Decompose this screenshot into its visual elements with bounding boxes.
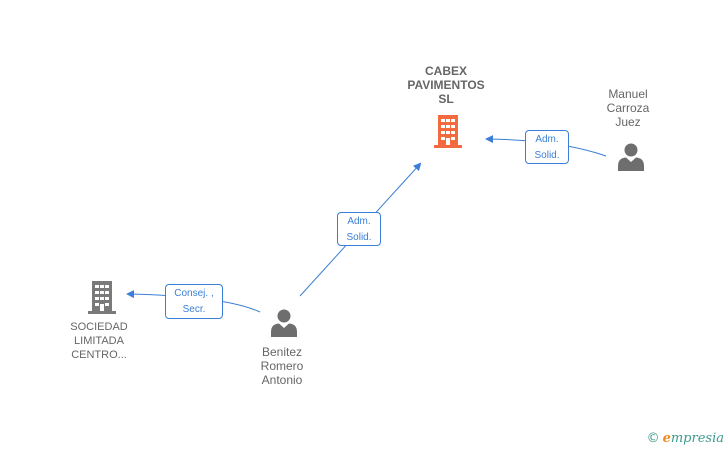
building-icon[interactable]	[85, 279, 119, 315]
role-badge-benitez-sociedad[interactable]: Consej. , Secr.	[165, 284, 223, 319]
person-icon[interactable]	[616, 142, 646, 172]
person-icon[interactable]	[269, 308, 299, 338]
person-manuel-label[interactable]: Manuel Carroza Juez	[606, 87, 650, 129]
role-badge-manuel-cabex[interactable]: Adm. Solid.	[525, 130, 569, 164]
copyright-icon: ©	[646, 431, 660, 446]
person-benitez-label[interactable]: Benitez Romero Antonio	[260, 345, 304, 387]
building-icon[interactable]	[431, 113, 465, 149]
company-sociedad-label[interactable]: SOCIEDAD LIMITADA CENTRO...	[70, 321, 128, 361]
empresia-watermark: ©empresia	[646, 431, 724, 446]
role-badge-benitez-cabex[interactable]: Adm. Solid.	[337, 212, 381, 246]
company-cabex-label[interactable]: CABEX PAVIMENTOS SL	[407, 64, 485, 106]
